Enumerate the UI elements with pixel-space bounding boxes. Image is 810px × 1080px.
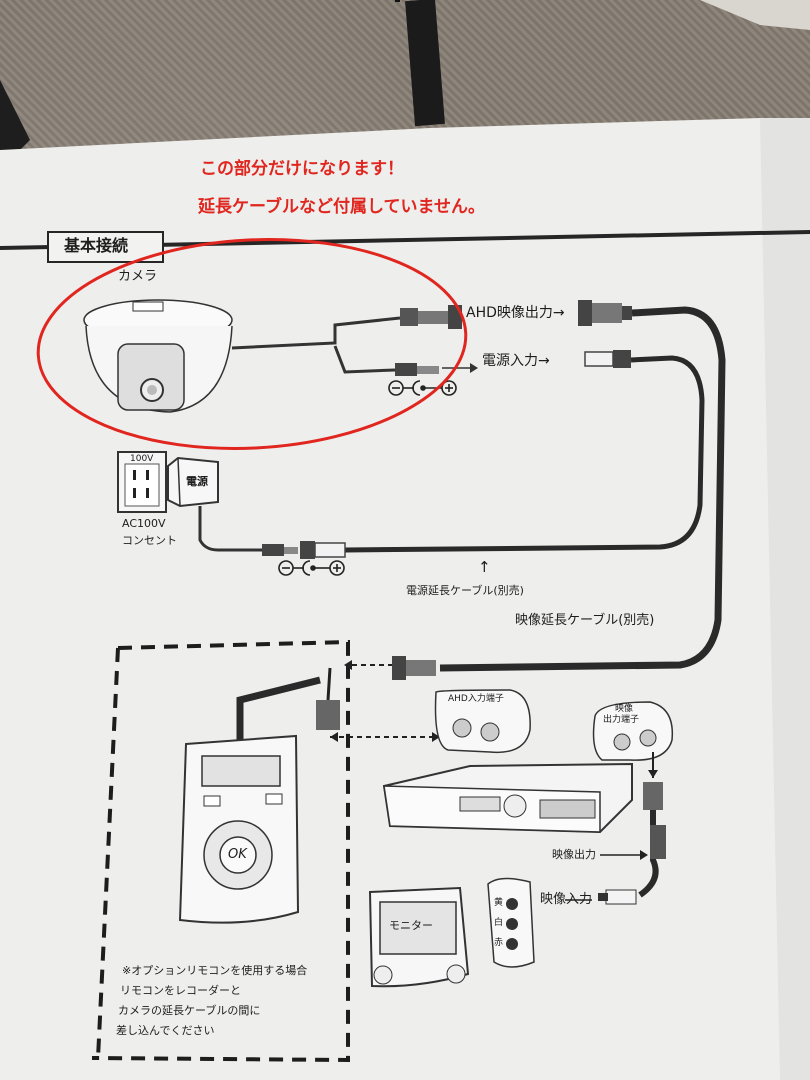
outlet-voltage: 100V	[130, 454, 154, 464]
polarity-symbol-2	[278, 560, 345, 576]
video-ext-cable-label: 映像延長ケーブル(別売)	[515, 613, 655, 628]
section-title: 基本接続	[64, 236, 129, 255]
bnc-connector-ext	[578, 300, 592, 326]
camera-label: カメラ	[118, 269, 158, 284]
power-input-label: 電源入力→	[482, 353, 550, 369]
red-highlight-circle	[36, 238, 468, 450]
monitor	[368, 886, 470, 988]
ac-label-line2: コンセント	[122, 534, 177, 547]
bnc-connector-recorder	[392, 656, 406, 680]
video-out-terminal-label-1: 映像	[615, 704, 634, 714]
video-output-label: 映像出力	[552, 848, 596, 861]
video-out-terminal-label-2: 出力端子	[603, 715, 640, 725]
option-note-line2: リモコンをレコーダーと	[120, 984, 241, 997]
power-ext-cable-label: 電源延長ケーブル(別売)	[406, 584, 524, 597]
wall-outlet	[117, 451, 167, 513]
option-note-line3: カメラの延長ケーブルの間に	[118, 1004, 261, 1017]
notice-line-2: 延長ケーブルなど付属していません。	[198, 197, 485, 217]
dc-plug-camera	[395, 363, 417, 376]
dark-object	[0, 80, 30, 170]
bnc-connector-camera	[400, 308, 418, 326]
recorder-dvr	[382, 762, 633, 834]
rca-white-label: 白	[494, 918, 504, 928]
rca-red-label: 赤	[494, 938, 504, 948]
up-arrow: ↑	[478, 558, 491, 576]
remote-control	[178, 734, 300, 924]
power-ext-cable	[344, 355, 705, 553]
power-label: 電源	[186, 475, 208, 488]
ahd-input-terminal-label: AHD入力端子	[448, 694, 504, 704]
remote-ok-label: OK	[228, 847, 247, 862]
monitor-label: モニター	[389, 919, 433, 932]
video-ext-cable	[439, 306, 726, 672]
video-input-label: 映像入力	[540, 892, 593, 907]
black-cable	[405, 0, 445, 127]
rca-yellow-label: 黄	[494, 898, 504, 908]
video-out-bubble	[592, 701, 674, 761]
rca-bubble	[487, 877, 535, 968]
power-adapter	[167, 456, 219, 508]
option-note-line1: ※オプションリモコンを使用する場合	[122, 964, 308, 977]
ahd-input-bubble	[434, 689, 531, 754]
ac-label-line1: AC100V	[122, 517, 166, 530]
camera-dome	[83, 299, 233, 413]
bnc-connector-remote	[316, 700, 340, 730]
dc-jack-ext	[584, 351, 614, 367]
notice-line-1: この部分だけになります！	[200, 159, 404, 179]
paper-corner	[700, 0, 810, 30]
option-dashed-box	[91, 639, 350, 1063]
option-note-line4: 差し込んでください	[116, 1024, 215, 1037]
ahd-output-label: AHD映像出力→	[466, 305, 565, 321]
